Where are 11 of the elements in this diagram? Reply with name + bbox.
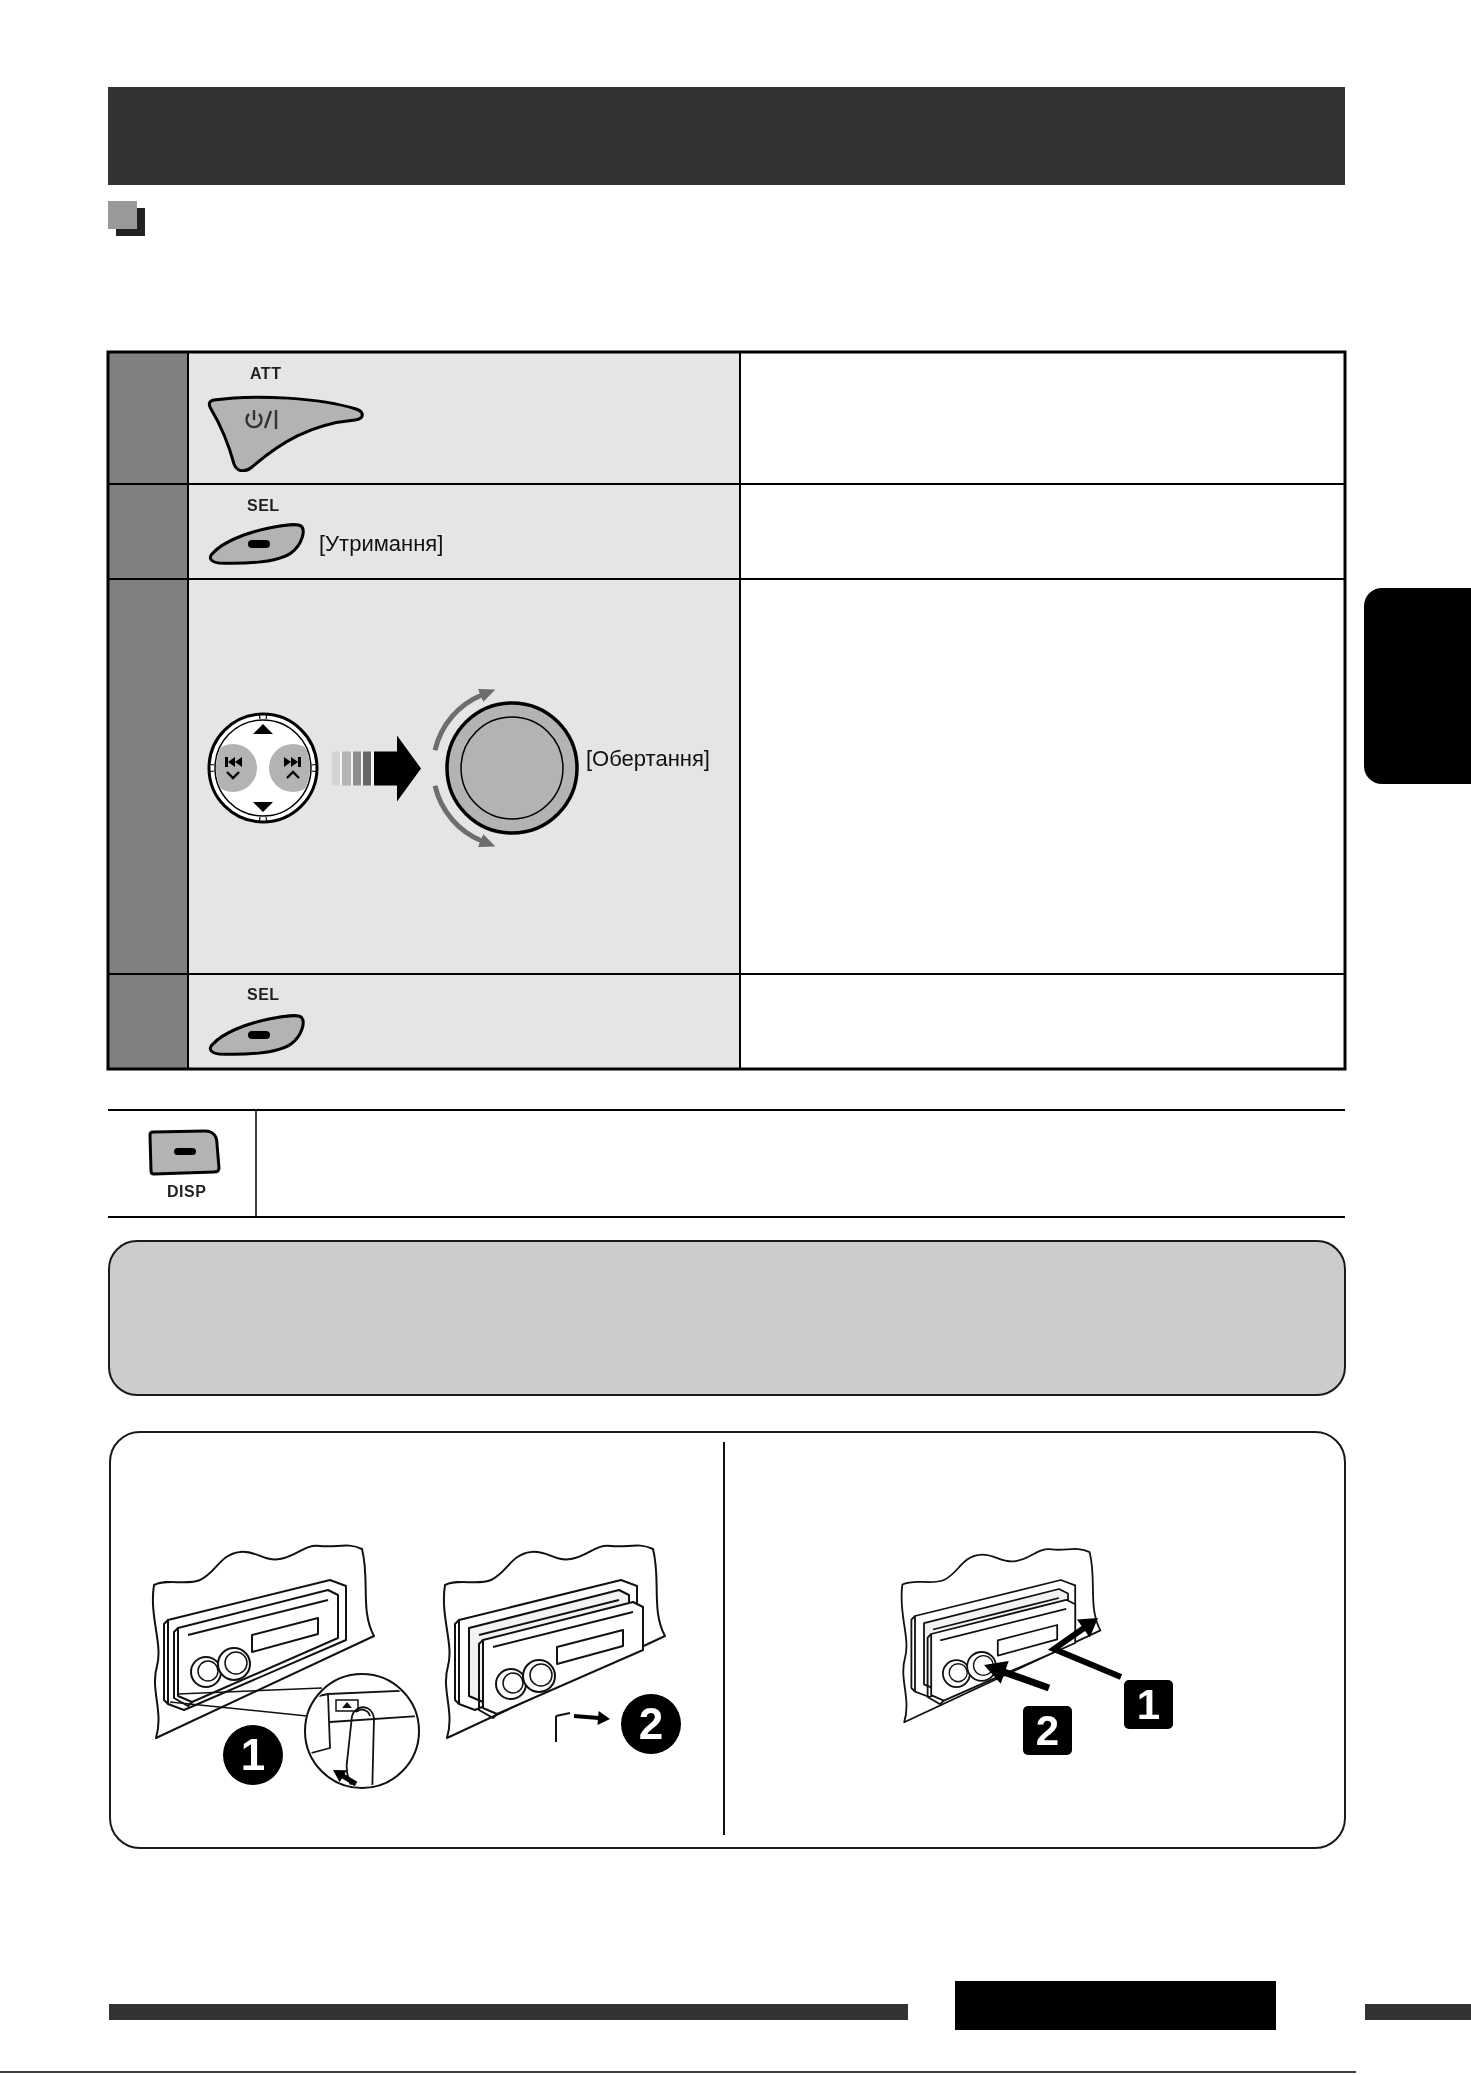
callout-number: 1 xyxy=(1124,1680,1173,1729)
control-caption: [Обертання] xyxy=(586,746,710,772)
key-name-label: ATT xyxy=(250,364,282,384)
block-arrow xyxy=(332,735,421,802)
section-tab xyxy=(1364,588,1471,784)
key-name-label: SEL xyxy=(247,985,280,1005)
action-caption: [Утримання] xyxy=(319,531,444,557)
key-name-label: DISP xyxy=(167,1182,207,1202)
direction-pad-icon xyxy=(206,711,320,825)
callout-number: 2 xyxy=(1023,1706,1072,1755)
key-name-label: SEL xyxy=(247,496,280,516)
